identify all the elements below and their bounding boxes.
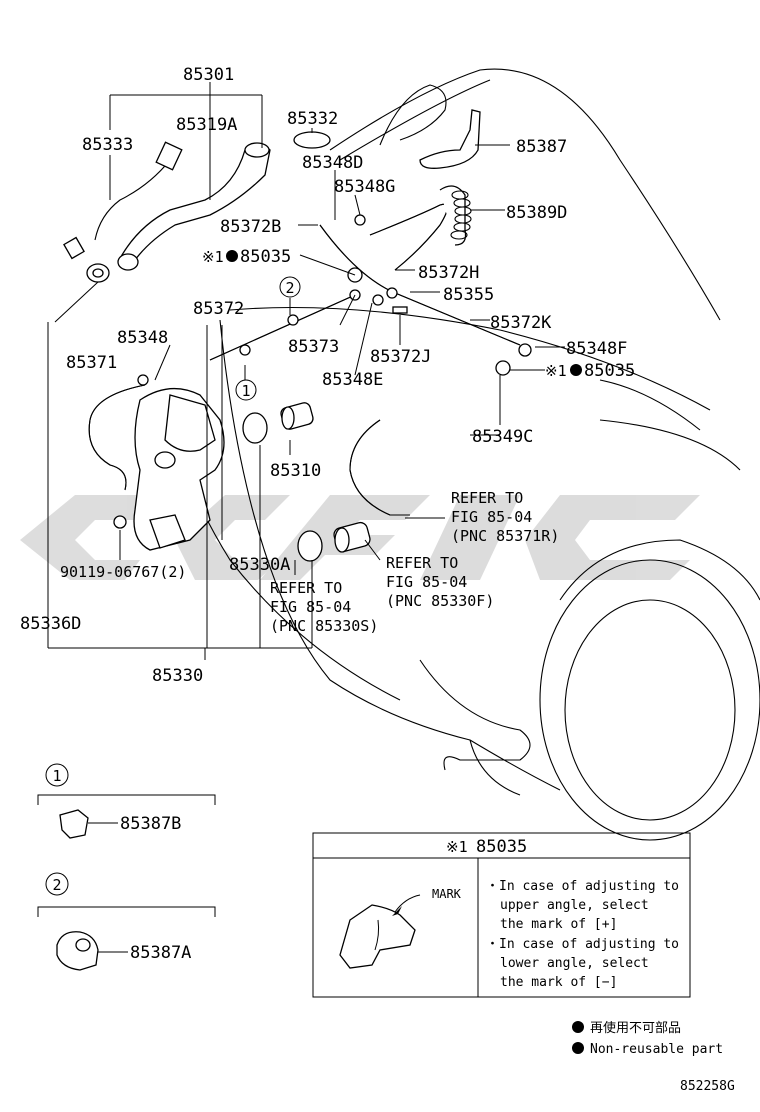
label-85372K: 85372K: [490, 313, 552, 333]
label-85035-right: 85035: [584, 361, 635, 381]
label-85301: 85301: [183, 65, 234, 85]
label-85373: 85373: [288, 337, 339, 357]
label-85333: 85333: [82, 135, 133, 155]
legend-dot-icon: [572, 1042, 584, 1054]
inset-2-number: 2: [52, 876, 61, 894]
washer-tank: [133, 387, 225, 551]
note-line-5: lower angle, select: [500, 956, 649, 971]
label-85330A: 85330A: [229, 555, 290, 575]
label-refer1-c: (PNC 85371R): [451, 527, 559, 545]
bracket-85387: [419, 109, 481, 169]
wiring-harness-85333: [63, 141, 183, 260]
legend-en: Non-reusable part: [590, 1042, 723, 1057]
label-85035-top: 85035: [240, 247, 291, 267]
note-box-85035: ※1 85035 MARK ・In case of adjusting to u…: [312, 832, 691, 998]
inset-1-number: 1: [52, 767, 61, 785]
filler-hose-85319A: [117, 142, 271, 271]
callout-number-1: 1: [241, 382, 250, 400]
legend: 再使用不可部品 Non-reusable part: [572, 1020, 723, 1057]
coiled-hose-85389D: [439, 185, 472, 246]
label-85371: 85371: [66, 353, 117, 373]
note-mark-label: MARK: [432, 887, 462, 901]
note-line-4: ・In case of adjusting to: [486, 937, 679, 952]
legend-dot-icon: [572, 1021, 584, 1033]
label-85348F: 85348F: [566, 339, 627, 359]
clip-85387B-icon: [59, 809, 89, 839]
label-85336D: 85336D: [20, 614, 81, 634]
label-85372: 85372: [193, 299, 244, 319]
label-refer2-c: (PNC 85330F): [386, 592, 494, 610]
note-line-6: the mark of [−]: [500, 975, 617, 990]
label-85387: 85387: [516, 137, 567, 157]
label-85035-mark: ※1: [202, 248, 224, 266]
washer-hoses: [88, 203, 521, 516]
label-refer3-c: (PNC 85330S): [270, 617, 378, 635]
washer-pump-85310: [242, 402, 314, 444]
inset-2: 2 85387A: [37, 872, 216, 971]
label-refer1-a: REFER TO: [451, 489, 523, 507]
non-reusable-dot: [570, 364, 582, 376]
label-85348D: 85348D: [302, 153, 363, 173]
grommet-85333-inner: [92, 268, 104, 278]
note-title-mark: ※1: [446, 838, 468, 856]
label-refer1-b: FIG 85-04: [451, 508, 532, 526]
label-refer2-b: FIG 85-04: [386, 573, 467, 591]
label-85348E: 85348E: [322, 370, 383, 390]
washer-pump-85330: [297, 521, 371, 562]
grommet-85332: [293, 131, 331, 149]
label-85389D: 85389D: [506, 203, 567, 223]
part-labels: 85301 85333 85319A 85332 85348D 85387 85…: [20, 65, 635, 686]
inset-2-part: 85387A: [130, 943, 191, 963]
label-85319A: 85319A: [176, 115, 237, 135]
note-line-1: ・In case of adjusting to: [486, 879, 679, 894]
label-85332: 85332: [287, 109, 338, 129]
label-85349C: 85349C: [472, 427, 533, 447]
label-refer2-a: REFER TO: [386, 554, 458, 572]
label-85372H: 85372H: [418, 263, 479, 283]
label-85372J: 85372J: [370, 347, 431, 367]
inset-1: 1 85387B: [37, 763, 216, 839]
label-85355: 85355: [443, 285, 494, 305]
label-85348: 85348: [117, 328, 168, 348]
label-85330: 85330: [152, 666, 203, 686]
callout-number-2: 2: [285, 279, 294, 297]
inset-1-part: 85387B: [120, 814, 181, 834]
label-90119-06767: 90119-06767(2): [60, 563, 186, 581]
leader-lines: [47, 82, 565, 660]
label-85310: 85310: [270, 461, 321, 481]
figure-code: 852258G: [680, 1079, 735, 1094]
note-title: 85035: [476, 837, 527, 857]
label-refer3-a: REFER TO: [270, 579, 342, 597]
label-85372B: 85372B: [220, 217, 281, 237]
note-line-3: the mark of [+]: [500, 917, 617, 932]
clip-85387A-icon: [56, 931, 99, 971]
label-85348G: 85348G: [334, 177, 395, 197]
label-85035-mark-2: ※1: [545, 362, 567, 380]
callout-circle-2: [279, 276, 301, 298]
note-line-2: upper angle, select: [500, 898, 649, 913]
legend-jp: 再使用不可部品: [590, 1020, 681, 1036]
label-refer3-b: FIG 85-04: [270, 598, 351, 616]
non-reusable-dot: [226, 250, 238, 262]
clip-with-mark-icon: [339, 904, 416, 969]
callout-circle-1: [235, 379, 257, 401]
